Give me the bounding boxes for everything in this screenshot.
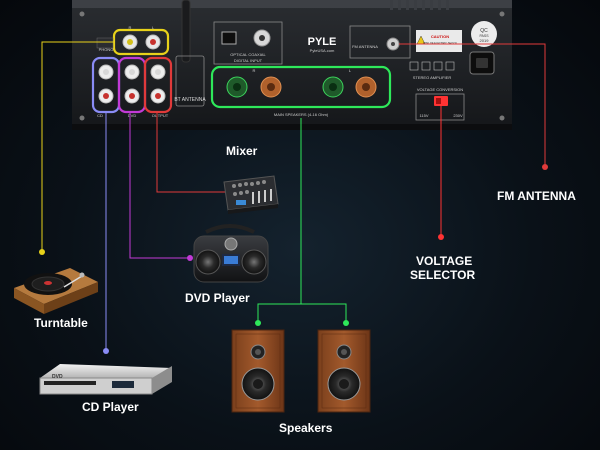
optical-coaxial-label: OPTICAL COAXIAL xyxy=(230,52,266,57)
voltage-conversion-label: VOLTAGE CONVERSION xyxy=(417,87,463,92)
dvd-player-label: DVD Player xyxy=(185,291,250,305)
speaker-terminals xyxy=(210,65,392,109)
main-speakers-label: MAIN SPEAKERS (4-16 Ohm) xyxy=(274,112,329,117)
dvd-player-line xyxy=(129,112,188,259)
speaker-left xyxy=(231,329,285,413)
dvd-label: DVD xyxy=(128,113,137,118)
cd-player-brand: DVD xyxy=(52,374,63,380)
qc-year: 2019 xyxy=(480,38,490,43)
turntable-device xyxy=(14,268,98,314)
voltage-selector-label-line2: SELECTOR xyxy=(410,268,476,282)
cd-player-label: CD Player xyxy=(82,400,139,414)
phono-input: R L xyxy=(112,25,170,56)
qc-sticker: QC PASS 2019 xyxy=(471,21,497,47)
phono-label: PHONO xyxy=(99,47,114,52)
phono-r-label: R xyxy=(129,25,132,30)
cd-player-device: DVD xyxy=(39,364,172,395)
cd-label: CD xyxy=(97,113,103,118)
speakers-line xyxy=(257,118,302,322)
mixer-label: Mixer xyxy=(226,144,258,158)
voltage-115-label: 115V xyxy=(419,113,428,118)
qc-label: QC xyxy=(480,28,488,34)
fm-antenna-label: FM ANTENNA xyxy=(497,189,576,203)
stereo-amplifier-label: STEREO AMPLIFIER xyxy=(413,75,452,80)
bt-antenna-label: BT ANTENNA xyxy=(174,97,206,103)
warning-label: CAUTION RISK OF ELECTRIC SHOCK xyxy=(416,30,462,52)
mixer-device xyxy=(223,175,279,214)
speakers-r-label: R xyxy=(253,68,256,73)
caution-sub-text: RISK OF ELECTRIC SHOCK xyxy=(423,41,457,45)
brand-logo: PYLE xyxy=(308,36,337,48)
mixer-line xyxy=(156,112,240,193)
output-jack xyxy=(143,56,173,114)
brand-url: PyleUSA.com xyxy=(310,48,335,53)
dvd-player-device xyxy=(193,224,269,283)
speakers-l-label: L xyxy=(349,68,352,73)
connection-lines xyxy=(41,41,546,350)
fm-antenna-line xyxy=(399,43,546,166)
speakers-label: Speakers xyxy=(279,421,333,435)
bt-antenna xyxy=(181,0,191,63)
voltage-selector-label-line1: VOLTAGE xyxy=(416,254,473,268)
qc-pass: PASS xyxy=(479,34,489,38)
phono-l-label: L xyxy=(152,25,155,30)
turntable-label: Turntable xyxy=(34,316,88,330)
digital-input xyxy=(213,21,283,65)
compliance-icons xyxy=(409,61,455,71)
speaker-right xyxy=(317,329,371,413)
fm-antenna-panel-label: FM ANTENNA xyxy=(352,44,378,49)
voltage-230-label: 230V xyxy=(453,113,463,118)
caution-text: CAUTION xyxy=(431,34,449,39)
output-label: OUTPUT xyxy=(152,113,169,118)
digital-input-label: DIGITAL INPUT xyxy=(234,58,263,63)
turntable-line xyxy=(41,41,114,250)
